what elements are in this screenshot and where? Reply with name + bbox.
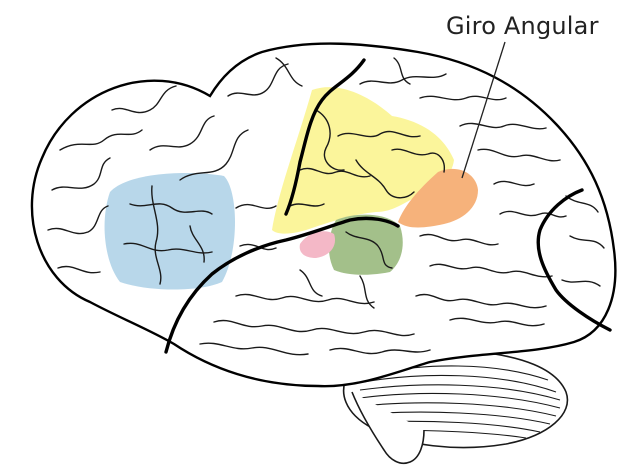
giro-angular-label: Giro Angular [446,12,599,40]
